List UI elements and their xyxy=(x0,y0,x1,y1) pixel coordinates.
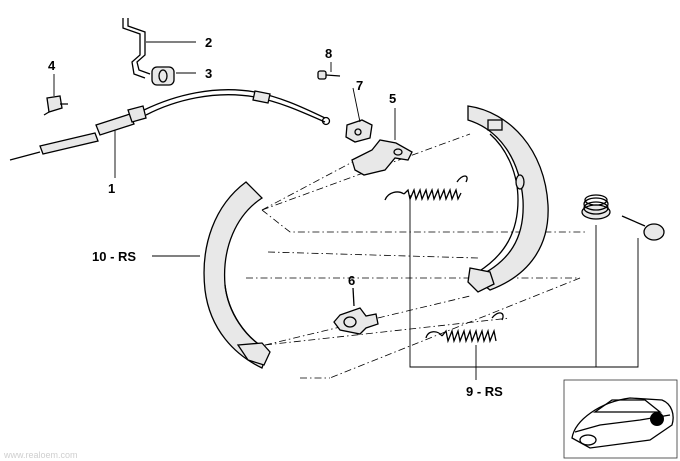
lower-return-spring[interactable] xyxy=(425,312,504,344)
part-3-grommet[interactable] xyxy=(151,66,175,86)
label-6: 6 xyxy=(348,273,355,288)
assembly-dash-lines xyxy=(246,133,585,379)
label-3: 3 xyxy=(205,66,212,81)
part-7-lever-bracket[interactable] xyxy=(345,119,373,143)
label-1: 1 xyxy=(108,181,115,196)
hold-down-spring[interactable] xyxy=(581,194,611,220)
leader-lines xyxy=(53,41,639,380)
part-8-bolt[interactable] xyxy=(317,70,341,80)
part-6-adjuster[interactable] xyxy=(333,287,379,335)
label-8: 8 xyxy=(325,46,332,61)
hold-down-pin[interactable] xyxy=(621,215,665,241)
part-5-expander-lever[interactable] xyxy=(351,139,413,176)
label-10-rs: 10 - RS xyxy=(92,249,136,264)
part-1-brake-cable[interactable] xyxy=(9,89,331,161)
label-5: 5 xyxy=(389,91,396,106)
watermark-text: www.realoem.com xyxy=(3,450,78,460)
label-9-rs: 9 - RS xyxy=(466,384,503,399)
label-2: 2 xyxy=(205,35,212,50)
label-4: 4 xyxy=(48,58,56,73)
label-7: 7 xyxy=(356,78,363,93)
part-labels: 1 2 3 4 5 6 7 8 9 - RS 10 - RS xyxy=(48,35,503,399)
car-location-icon[interactable] xyxy=(563,379,678,459)
part-4-cable-clip[interactable] xyxy=(43,95,68,116)
upper-return-spring[interactable] xyxy=(384,175,468,202)
part-2-retaining-bracket[interactable] xyxy=(122,18,151,79)
part-10-left-brake-shoe[interactable] xyxy=(203,181,271,369)
right-brake-shoe[interactable] xyxy=(467,105,549,293)
location-dot-icon xyxy=(650,412,664,426)
